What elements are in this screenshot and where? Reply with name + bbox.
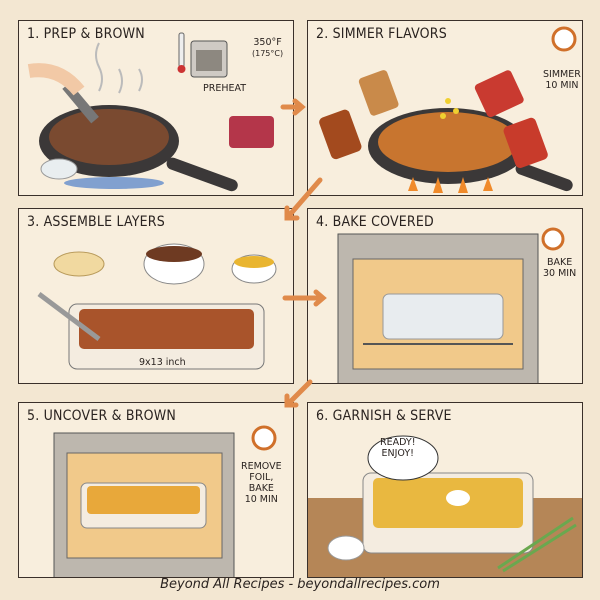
speech-bubble: READY! ENJOY! (380, 437, 416, 459)
preheat-label: PREHEAT (203, 83, 247, 94)
oven-browning-illustration (53, 425, 277, 577)
simmer-label: SIMMER (543, 69, 581, 80)
simmer-skillet-illustration (319, 26, 577, 193)
footer-credit: Beyond All Recipes - beyondallrecipes.co… (160, 577, 440, 592)
temp-f: 350°F (253, 37, 282, 48)
step-title: 5. UNCOVER & BROWN (27, 408, 177, 424)
temp-c: (175°C) (252, 49, 284, 58)
bake-duration: 30 MIN (543, 268, 577, 279)
bake-time-label: BAKE 30 MIN (543, 257, 576, 279)
step-title: 4. BAKE COVERED (316, 214, 434, 230)
speech-line: READY! (380, 437, 416, 448)
step-title: 1. PREP & BROWN (27, 26, 145, 42)
note-line: 10 MIN (244, 494, 278, 505)
note-line: REMOVE (241, 461, 282, 472)
step-4-panel: 4. BAKE COVERED BAKE 30 MIN (307, 208, 583, 384)
step-title: 3. ASSEMBLE LAYERS (27, 214, 165, 230)
step-1-panel: 1. PREP & BROWN 350°F (175°C) PREHEAT (18, 20, 294, 196)
step-2-panel: 2. SIMMER FLAVORS SIMMER 10 MIN (307, 20, 583, 196)
skillet-browning-illustration (27, 32, 274, 192)
step-title: 6. GARNISH & SERVE (316, 408, 452, 424)
simmer-time-label: SIMMER 10 MIN (543, 69, 581, 91)
speech-line: ENJOY! (381, 448, 414, 459)
dish-size-label: 9x13 inch (139, 357, 186, 368)
note-line: FOIL, (249, 472, 274, 483)
step-3-panel: 3. ASSEMBLE LAYERS 9x13 inch (18, 208, 294, 384)
oven-covered-dish-illustration (337, 227, 565, 383)
garnish-serve-illustration (308, 435, 582, 577)
remove-foil-label: REMOVE FOIL, BAKE 10 MIN (241, 461, 282, 505)
temperature-label: 350°F (175°C) (252, 37, 283, 59)
assemble-layers-illustration (37, 243, 277, 370)
note-line: BAKE (248, 483, 274, 494)
bake-label: BAKE (546, 257, 573, 268)
step-5-panel: 5. UNCOVER & BROWN REMOVE FOIL, BAKE 10 … (18, 402, 294, 578)
step-6-panel: 6. GARNISH & SERVE READY! ENJOY! (307, 402, 583, 578)
step-title: 2. SIMMER FLAVORS (316, 26, 447, 42)
simmer-duration: 10 MIN (545, 80, 579, 91)
